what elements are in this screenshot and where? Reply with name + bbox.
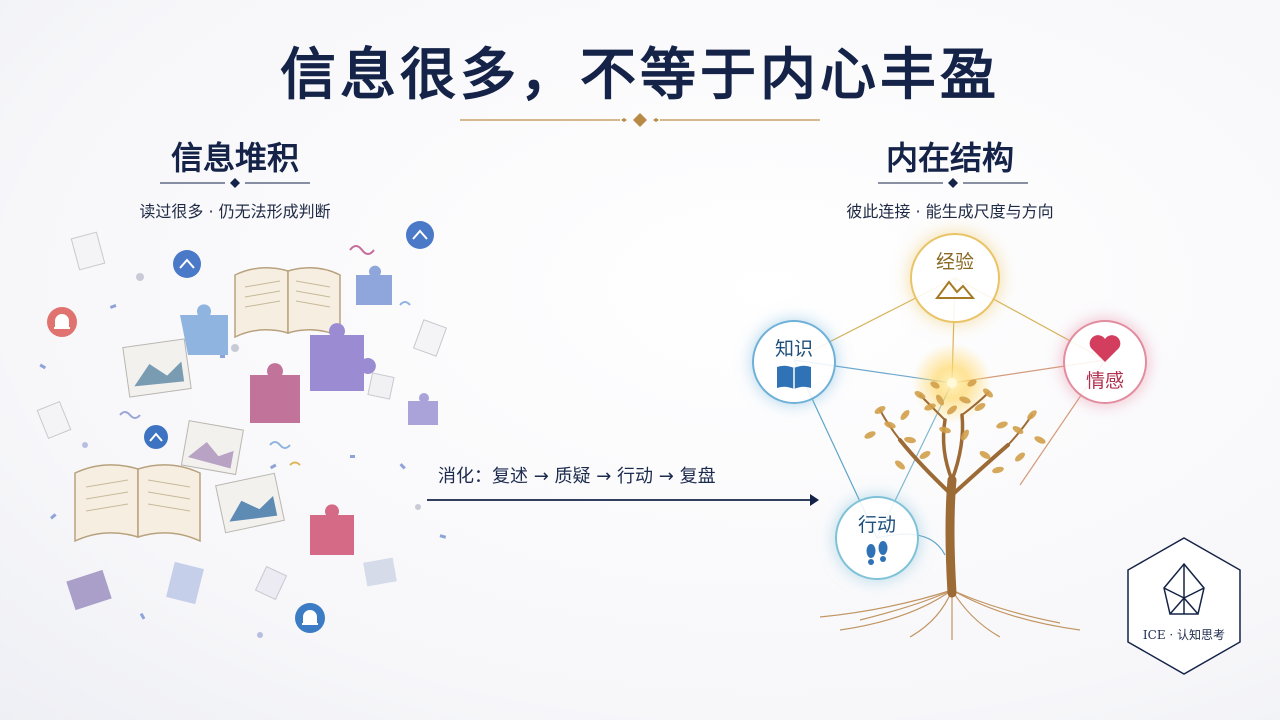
paper-sheet-icon [70, 231, 106, 271]
node-emotion-label: 情感 [1085, 370, 1124, 392]
node-experience-label: 经验 [935, 251, 974, 273]
right-subtitle: 彼此连接 · 能生成尺度与方向 [846, 202, 1054, 221]
bell-badge-icon [47, 307, 77, 337]
photo-icon [215, 472, 285, 534]
node-emotion: 情感 [1063, 320, 1147, 404]
photo-icon [180, 420, 244, 476]
scattered-information-cluster [36, 221, 448, 638]
node-knowledge-label: 知识 [774, 338, 813, 360]
puzzle-piece-icon [408, 393, 438, 425]
puzzle-piece-icon [180, 304, 228, 355]
heart-icon [1089, 335, 1121, 362]
share-badge-icon [406, 221, 434, 249]
puzzle-piece-icon [356, 265, 392, 305]
left-heading-divider [160, 178, 310, 188]
puzzle-piece-icon [310, 323, 376, 391]
tree-leaves [864, 379, 1046, 474]
paper-sheet-icon [36, 400, 72, 440]
title-divider [460, 113, 820, 127]
flow-arrow [427, 494, 819, 506]
main-title: 信息很多，不等于内心丰盈 [280, 42, 1000, 108]
share-badge-icon [144, 425, 168, 449]
digestion-flow-label: 消化：复述 → 质疑 → 行动 → 复盘 [438, 466, 716, 487]
open-book-icon [234, 267, 341, 339]
node-action: 行动 [835, 496, 919, 580]
brand-logo-text: ICE · 认知思考 [1142, 628, 1226, 642]
paper-sheet-icon [166, 561, 204, 605]
paper-sheet-icon [412, 319, 448, 357]
paper-sheet-icon [367, 372, 395, 400]
puzzle-piece-icon [250, 363, 300, 423]
tree-roots [819, 589, 1081, 640]
paper-sheet-icon [363, 557, 397, 587]
mountain-icon [935, 280, 975, 299]
left-heading: 信息堆积 [170, 139, 299, 177]
paper-sheet-icon [66, 569, 112, 611]
crystal-icon [1127, 537, 1241, 675]
right-heading-divider [878, 178, 1028, 188]
book-icon [777, 365, 811, 389]
photo-icon [122, 338, 192, 398]
node-knowledge: 知识 [752, 320, 836, 404]
bell-badge-icon [295, 603, 325, 633]
puzzle-piece-icon [310, 504, 354, 555]
left-subtitle: 读过很多 · 仍无法形成判断 [139, 202, 331, 221]
node-experience: 经验 [910, 233, 1000, 323]
share-badge-icon [173, 250, 201, 278]
footprints-icon [866, 541, 888, 565]
right-heading: 内在结构 [885, 139, 1014, 177]
open-book-icon [74, 464, 201, 543]
node-action-label: 行动 [857, 514, 896, 536]
confetti [39, 245, 447, 638]
paper-sheet-icon [254, 565, 288, 601]
